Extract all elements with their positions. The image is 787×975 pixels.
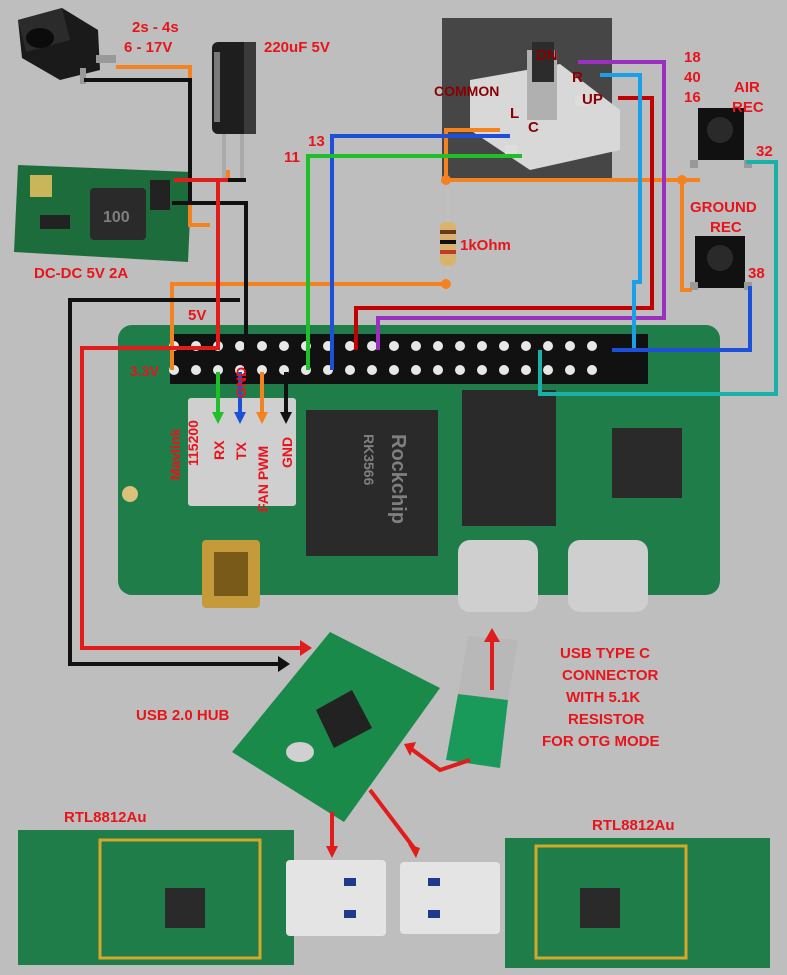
- joystick-r-label: R: [572, 69, 583, 86]
- usb-hub-label: USB 2.0 HUB: [136, 707, 230, 724]
- input-cells-label: 2s - 4s: [132, 19, 179, 36]
- usbc-label-1: USB TYPE C: [560, 645, 650, 662]
- joystick-module: [442, 18, 620, 182]
- joystick-common-label: COMMON: [434, 83, 499, 99]
- ground-rec-button: [690, 236, 752, 290]
- header-gnd-top-label: GND: [233, 367, 249, 398]
- capacitor-label: 220uF 5V: [264, 39, 330, 56]
- usbc-plug: [446, 636, 518, 768]
- wifi-left-label: RTL8812Au: [64, 809, 147, 826]
- labels: 2s - 4s 6 - 17V 220uF 5V DC-DC 5V 2A 5V …: [34, 19, 773, 834]
- joystick-up-label: UP: [582, 91, 603, 108]
- usbc-label-4: RESISTOR: [568, 711, 645, 728]
- pin-18-label: 18: [684, 49, 701, 66]
- pin-40-label: 40: [684, 69, 701, 86]
- usbc-label-5: FOR OTG MODE: [542, 733, 660, 750]
- air-rec-label-1: AIR: [734, 79, 760, 96]
- dcdc-module: 100: [14, 165, 192, 262]
- joystick-l-label: L: [510, 105, 519, 122]
- joystick-dn-label: DN: [536, 47, 558, 64]
- pin-11-label: 11: [284, 149, 300, 166]
- dcdc-inductor-marking: 100: [103, 209, 130, 226]
- wire-dots: [441, 175, 687, 289]
- usb-hub: [232, 632, 440, 822]
- header-gnd-label: GND: [279, 437, 295, 468]
- rail-5v-label: 5V: [188, 307, 206, 324]
- resistor: [440, 188, 456, 284]
- header-fan-pwm-label: FAN PWM: [255, 446, 271, 512]
- soc-chip: Rockchip RK3566: [306, 410, 438, 556]
- mavlink-label-2: 115200: [185, 420, 201, 466]
- wifi-adapter-left: [18, 830, 386, 965]
- gpio-header: [169, 334, 648, 384]
- wifi-adapter-right: [400, 838, 770, 968]
- header-tx-label: TX: [233, 441, 249, 460]
- ground-rec-label-2: REC: [710, 219, 742, 236]
- input-voltage-label: 6 - 17V: [124, 39, 172, 56]
- soc-brand: Rockchip: [387, 434, 409, 524]
- pin-13-label: 13: [308, 133, 325, 150]
- header-rx-label: RX: [211, 440, 227, 460]
- wires: [68, 60, 778, 850]
- dcdc-label: DC-DC 5V 2A: [34, 265, 128, 282]
- pin-32-label: 32: [756, 143, 773, 160]
- joystick-c-label: C: [528, 119, 539, 136]
- dc-barrel-jack: [18, 8, 116, 84]
- resistor-label: 1kOhm: [460, 237, 511, 254]
- capacitor: [212, 42, 256, 178]
- soc-model: RK3566: [361, 434, 377, 486]
- usbc-label-3: WITH 5.1K: [566, 689, 640, 706]
- pin-16-label: 16: [684, 89, 701, 106]
- air-rec-button: [690, 108, 752, 168]
- pin-38-label: 38: [748, 265, 765, 282]
- main-board: Rockchip RK3566: [118, 325, 720, 612]
- mavlink-label-1: Mavlink: [167, 428, 183, 480]
- wifi-right-label: RTL8812Au: [592, 817, 675, 834]
- rail-3v3-label: 3.3V: [130, 363, 159, 379]
- usbc-label-2: CONNECTOR: [562, 667, 659, 684]
- air-rec-label-2: REC: [732, 99, 764, 116]
- wire-arrowheads: [212, 412, 500, 858]
- ground-rec-label-1: GROUND: [690, 199, 757, 216]
